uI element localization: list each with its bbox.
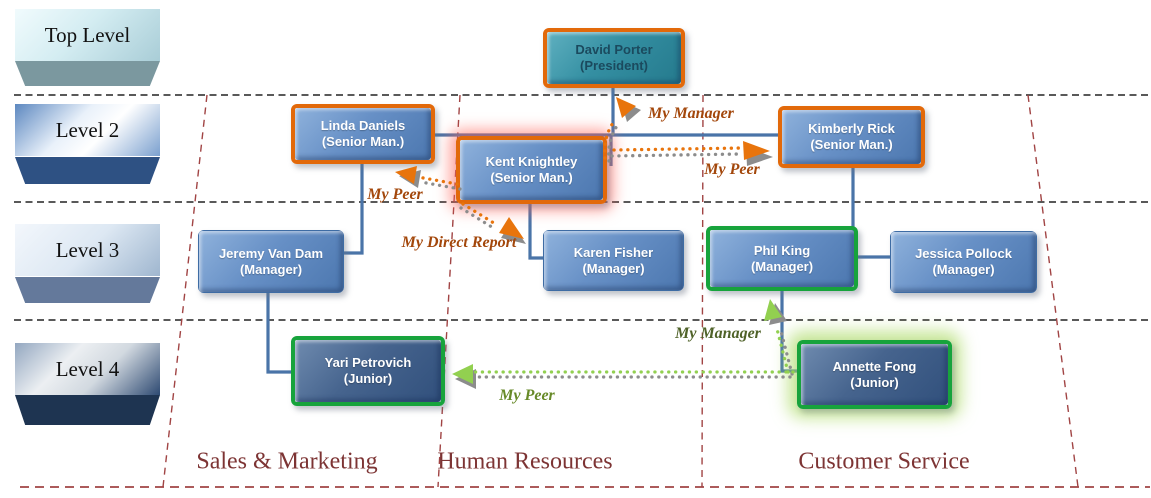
department-label-customer-service: Customer Service xyxy=(798,448,970,475)
arrowhead-my-peer-left xyxy=(395,166,417,184)
arrowhead-my-manager xyxy=(616,97,636,118)
person-title: (Senior Man.) xyxy=(490,170,573,185)
level-plate-level-4: Level 4 xyxy=(15,343,160,426)
org-node-david-porter: David Porter (President) xyxy=(543,28,685,88)
relationship-label-my-peer-right: My Peer xyxy=(704,161,760,178)
org-node-karen-fisher: Karen Fisher (Manager) xyxy=(543,230,684,291)
arrow-shadow xyxy=(610,152,743,158)
person-title: (Manager) xyxy=(932,262,995,277)
arrowhead-my-manager-green xyxy=(764,299,782,321)
connector-kimberly-jessica xyxy=(851,168,890,259)
person-title: (Senior Man.) xyxy=(321,134,405,149)
connector-kent-karen xyxy=(528,203,543,260)
level-plate-level-3: Level 3 xyxy=(15,224,160,304)
connector-jeremy-yari xyxy=(266,293,292,374)
level-plate-top-level: Top Level xyxy=(15,9,160,86)
level-label: Level 4 xyxy=(15,343,160,395)
relationship-label-my-manager: My Manager xyxy=(648,105,734,122)
department-label-human-resources: Human Resources xyxy=(437,448,613,475)
arrowhead-shadow xyxy=(621,101,641,122)
person-title: (Manager) xyxy=(750,258,814,274)
org-node-yari-petrovich: Yari Petrovich (Junior) xyxy=(291,336,445,406)
arrowhead-my-peer-green xyxy=(452,364,473,384)
person-name: Karen Fisher xyxy=(573,244,654,260)
person-title: (Junior) xyxy=(850,374,899,390)
arrowhead-shadow xyxy=(769,303,787,325)
org-node-kent-knightley: Kent Knightley (Senior Man.) xyxy=(456,136,607,204)
person-title: (Senior Man.) xyxy=(810,137,893,152)
person-name: Phil King xyxy=(753,242,811,258)
org-node-jeremy-van-dam: Jeremy Van Dam (Manager) xyxy=(198,230,344,293)
relationship-label-my-peer-green: My Peer xyxy=(499,387,555,404)
person-name: Jeremy Van Dam xyxy=(218,245,324,261)
arrow-my-peer-orange-right xyxy=(612,146,745,152)
person-title: (President) xyxy=(580,58,648,73)
person-name: Linda Daniels xyxy=(320,118,406,133)
arrow-my-peer-orange-left xyxy=(416,175,459,186)
arrowhead-my-peer-right xyxy=(743,141,770,160)
connector-phil-annette xyxy=(780,291,797,373)
person-name: David Porter xyxy=(575,42,653,57)
relationship-label-my-peer-left: My Peer xyxy=(367,186,423,203)
person-title: (Manager) xyxy=(582,260,645,276)
org-node-linda-daniels: Linda Daniels (Senior Man.) xyxy=(291,104,435,164)
level-plate-base xyxy=(15,395,160,425)
org-node-kimberly-rick: Kimberly Rick (Senior Man.) xyxy=(778,106,925,168)
arrow-my-direct-report-orange xyxy=(461,202,499,227)
level-label: Top Level xyxy=(15,9,160,61)
arrow-my-manager-green xyxy=(775,327,790,374)
person-name: Annette Fong xyxy=(832,358,917,374)
level-plate-base xyxy=(15,61,160,86)
arrowhead-shadow xyxy=(455,369,476,389)
arrow-shadow xyxy=(459,206,497,231)
level-plate-level-2: Level 2 xyxy=(15,104,160,185)
person-name: Kent Knightley xyxy=(485,154,578,169)
level-label: Level 3 xyxy=(15,224,160,276)
person-name: Jessica Pollock xyxy=(915,246,1012,261)
connector-linda-jeremy xyxy=(344,164,364,255)
level-label: Level 2 xyxy=(15,104,160,156)
person-title: (Manager) xyxy=(239,261,303,277)
level-plate-base xyxy=(15,157,160,184)
relationship-label-my-manager-green: My Manager xyxy=(675,325,761,342)
arrow-shadow xyxy=(607,121,621,163)
person-title: (Junior) xyxy=(343,371,393,386)
org-node-jessica-pollock: Jessica Pollock (Manager) xyxy=(890,231,1037,293)
org-node-phil-king: Phil King (Manager) xyxy=(706,226,858,291)
relationship-label-my-direct-report: My Direct Report xyxy=(401,234,517,251)
person-name: Yari Petrovich xyxy=(324,355,412,370)
person-name: Kimberly Rick xyxy=(808,121,895,136)
arrow-shadow xyxy=(419,180,462,191)
department-label-sales-marketing: Sales & Marketing xyxy=(196,448,378,475)
arrow-shadow xyxy=(779,329,794,376)
org-node-annette-fong: Annette Fong (Junior) xyxy=(797,340,952,409)
level-plate-base xyxy=(15,277,160,303)
department-divider-line xyxy=(1027,94,1079,488)
department-divider-line xyxy=(701,94,704,488)
